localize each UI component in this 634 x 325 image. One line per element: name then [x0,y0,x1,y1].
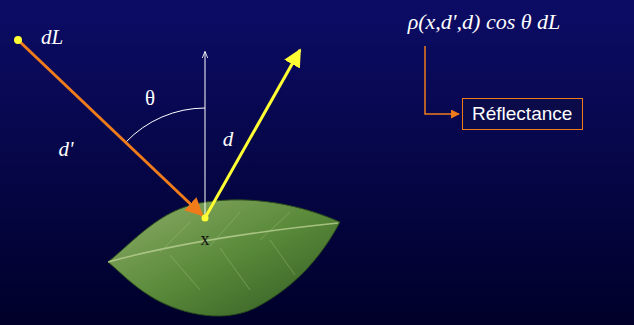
incident-label: d' [59,138,74,161]
leaf-veins [160,212,295,290]
normal-arrow [205,52,206,218]
light-source [14,36,22,44]
angle-arc [126,108,205,142]
leaf-midrib [108,223,338,262]
surface-point [202,215,209,222]
leader-line [425,46,459,114]
angle-label: θ [145,87,155,110]
source-label: dL [41,26,63,49]
term-box: Réflectance [462,98,583,131]
point-label: x [201,230,210,250]
incident-arrow [18,40,202,215]
leaf [108,200,340,316]
reflected-label: d [223,128,234,151]
reflected-arrow [205,50,300,218]
formula: ρ(x,d',d) cos θ dL [408,10,561,34]
term-text: Réflectance [472,103,573,126]
